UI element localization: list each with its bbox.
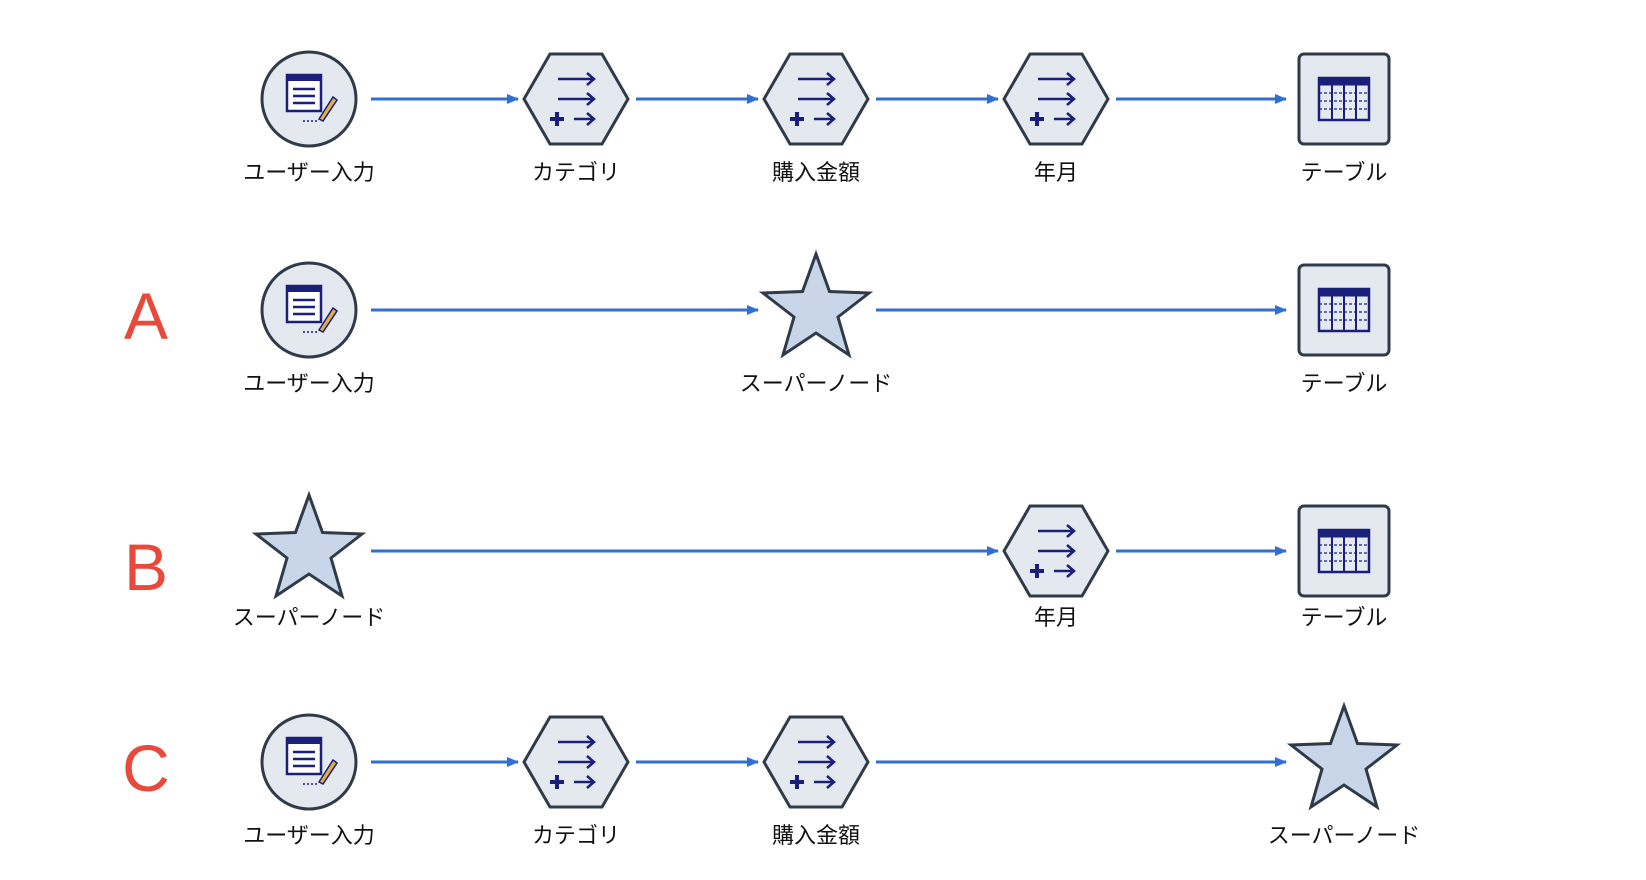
node-label: 購入金額 <box>772 161 860 186</box>
star-icon <box>251 490 367 600</box>
node-label: ユーザー入力 <box>243 161 375 186</box>
user-input-node[interactable]: ユーザー入力 <box>243 50 375 186</box>
derive-node[interactable]: 年月 <box>1002 504 1110 631</box>
supernode[interactable]: スーパーノード <box>233 490 385 631</box>
node-label: ユーザー入力 <box>243 372 375 397</box>
user-input-icon <box>285 73 339 122</box>
table-icon <box>1317 528 1371 574</box>
derive-node[interactable]: 購入金額 <box>762 52 870 186</box>
node-label: テーブル <box>1301 161 1388 186</box>
row-a: A ユーザー入力 スーパーノード <box>124 249 1391 397</box>
derive-icon <box>1030 72 1076 126</box>
star-icon <box>758 249 874 359</box>
derive-icon <box>1030 524 1076 578</box>
user-input-node[interactable]: ユーザー入力 <box>243 713 375 849</box>
table-node[interactable]: テーブル <box>1297 52 1391 186</box>
derive-icon <box>550 72 596 126</box>
node-label: 年月 <box>1034 606 1078 631</box>
user-input-node[interactable]: ユーザー入力 <box>243 261 375 397</box>
derive-node[interactable]: カテゴリ <box>522 715 630 849</box>
derive-node[interactable]: カテゴリ <box>522 52 630 186</box>
derive-icon <box>790 735 836 789</box>
node-label: ユーザー入力 <box>243 824 375 849</box>
node-label: テーブル <box>1301 372 1388 397</box>
node-label: 年月 <box>1034 161 1078 186</box>
star-icon <box>1286 701 1402 811</box>
node-label: スーパーノード <box>233 606 385 631</box>
derive-node[interactable]: 年月 <box>1002 52 1110 186</box>
table-node[interactable]: テーブル <box>1297 263 1391 397</box>
user-input-icon <box>285 736 339 785</box>
node-label: テーブル <box>1301 606 1388 631</box>
derive-icon <box>790 72 836 126</box>
row-label: B <box>124 530 168 604</box>
row-c: C ユーザー入力 カテゴリ <box>122 701 1420 849</box>
node-label: 購入金額 <box>772 824 860 849</box>
node-label: カテゴリ <box>532 161 620 186</box>
user-input-icon <box>285 284 339 333</box>
supernode[interactable]: スーパーノード <box>1268 701 1420 849</box>
table-node[interactable]: テーブル <box>1297 504 1391 631</box>
table-icon <box>1317 287 1371 333</box>
derive-node[interactable]: 購入金額 <box>762 715 870 849</box>
row-label: C <box>122 731 170 805</box>
node-label: スーパーノード <box>1268 824 1420 849</box>
supernode[interactable]: スーパーノード <box>740 249 892 397</box>
row-b: B スーパーノード 年月 <box>124 490 1391 631</box>
row-main: ユーザー入力 カテゴリ 購入金額 <box>243 50 1391 186</box>
node-label: スーパーノード <box>740 372 892 397</box>
table-icon <box>1317 76 1371 122</box>
node-label: カテゴリ <box>532 824 620 849</box>
row-label: A <box>124 279 168 353</box>
derive-icon <box>550 735 596 789</box>
